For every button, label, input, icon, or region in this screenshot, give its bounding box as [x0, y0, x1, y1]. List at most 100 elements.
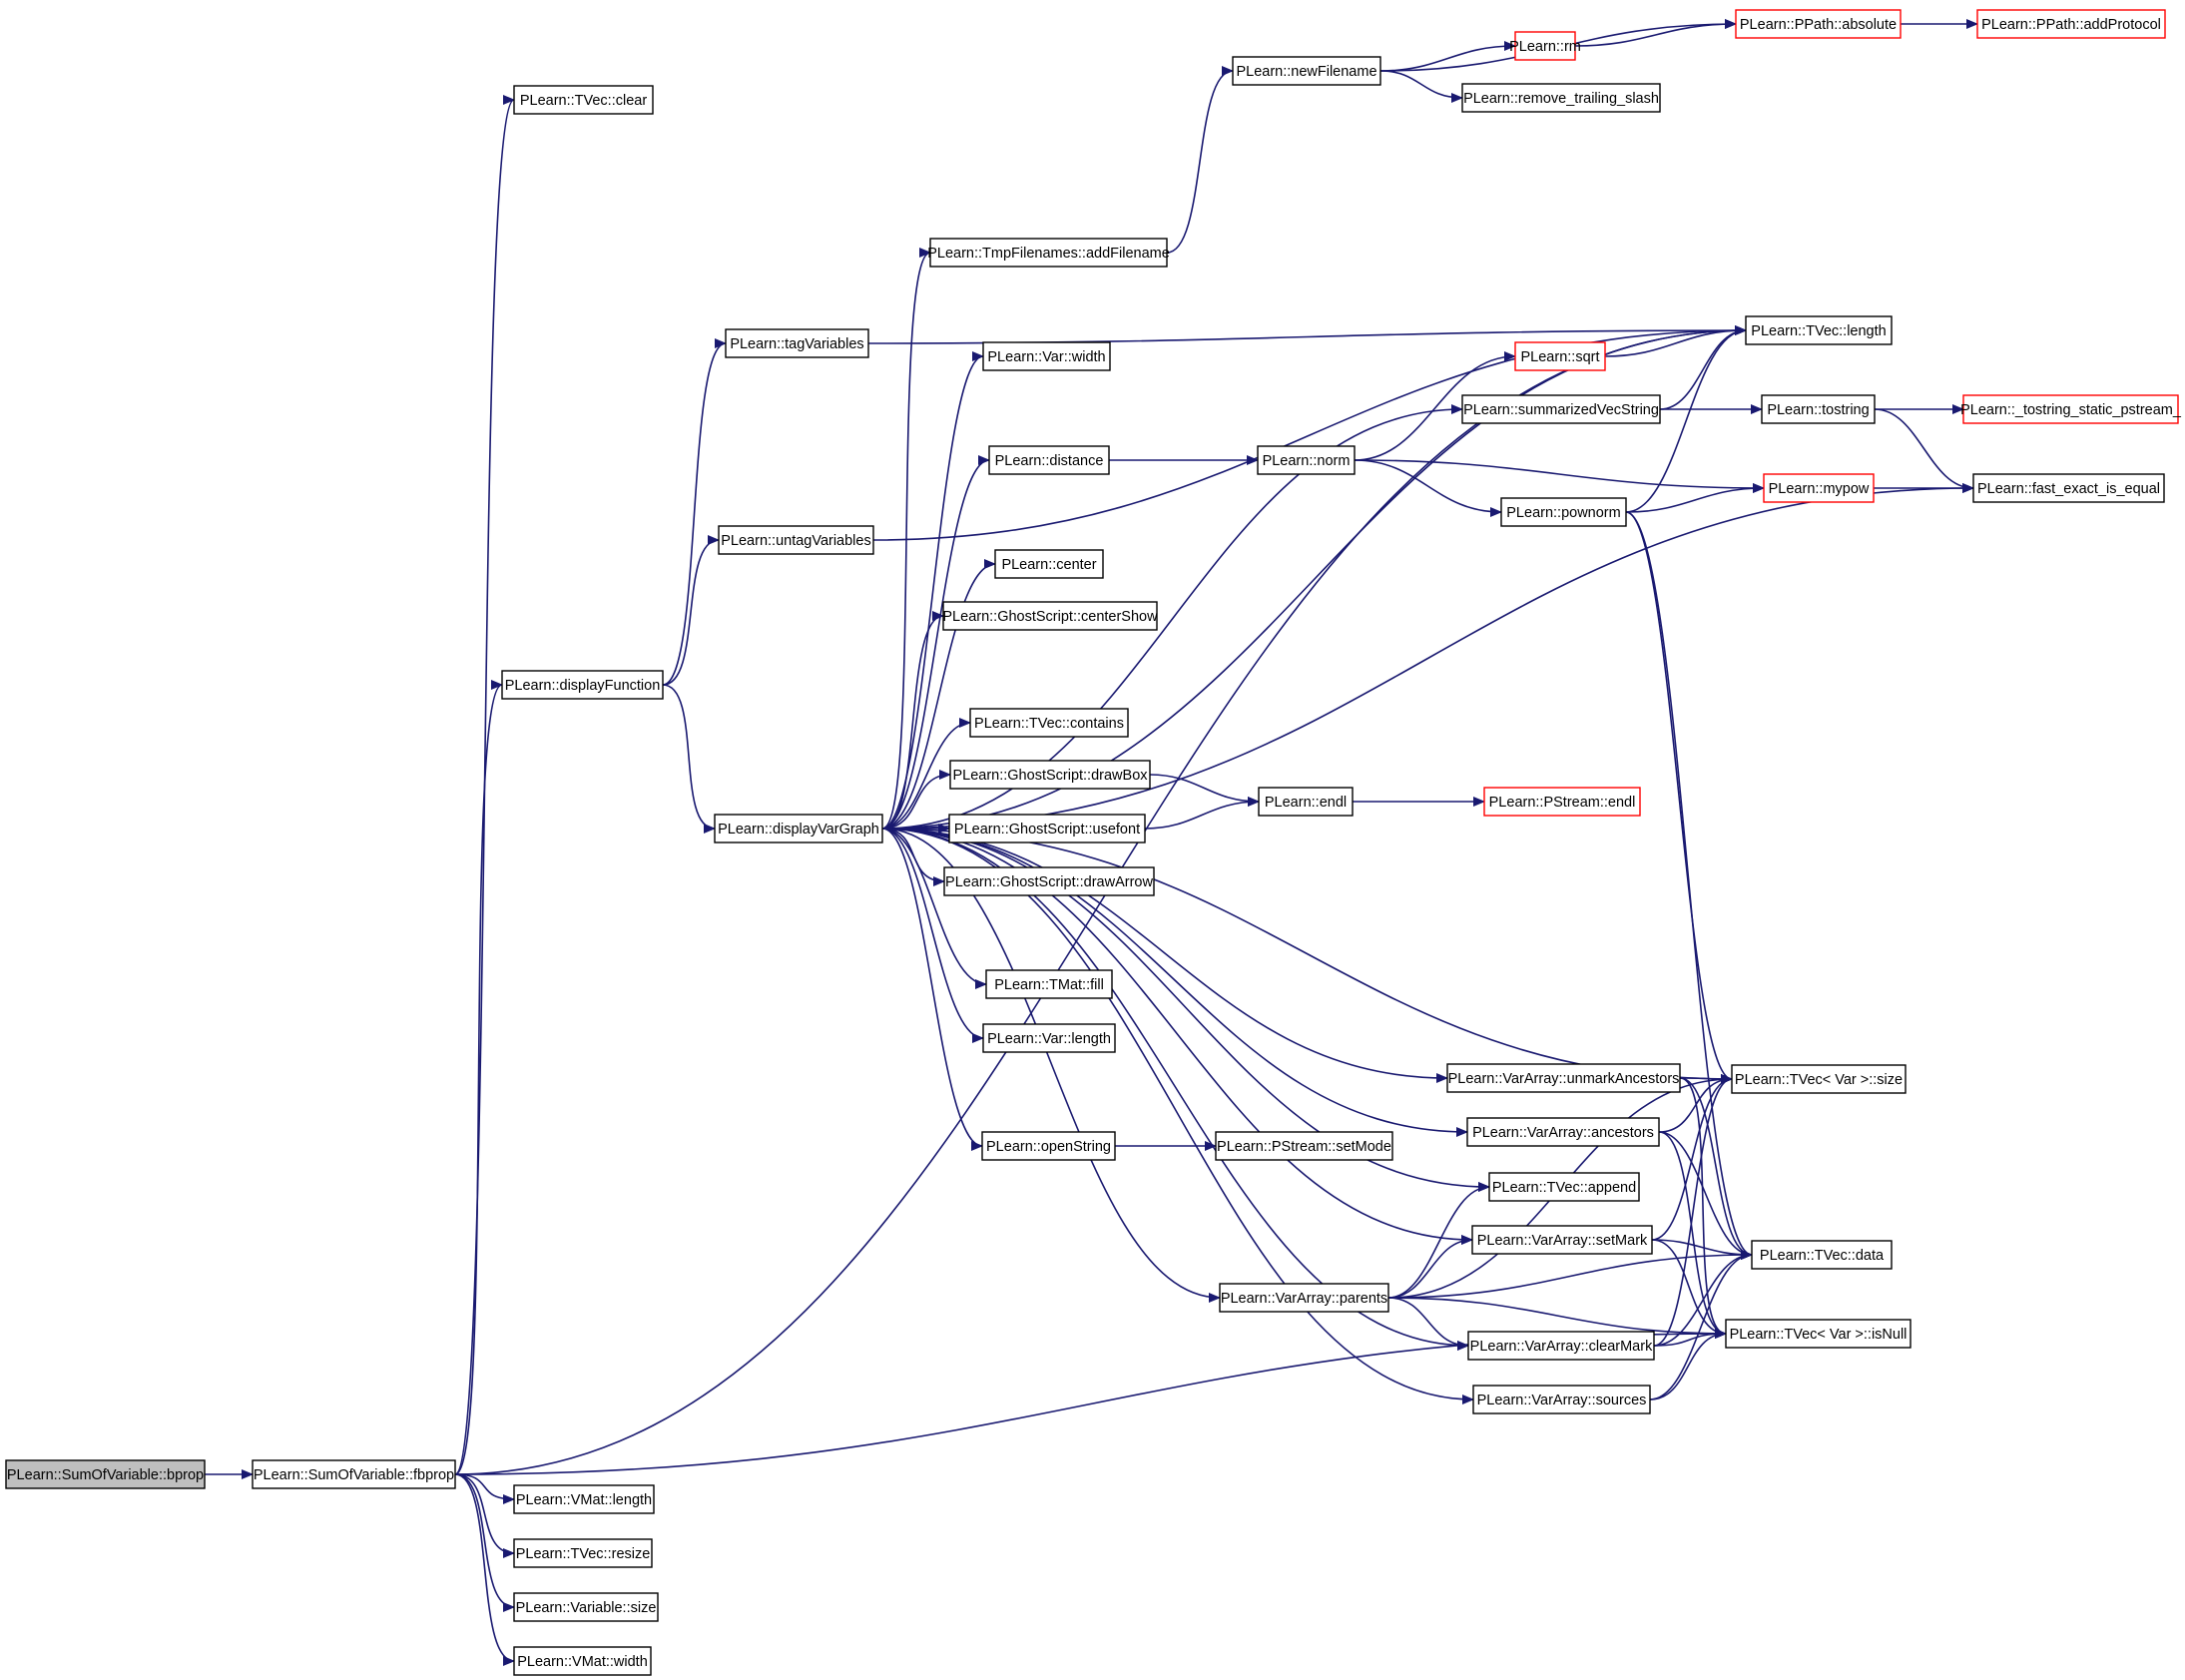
node-vmat_width[interactable]: PLearn::VMat::width	[513, 1646, 652, 1676]
node-tmat_fill[interactable]: PLearn::TMat::fill	[985, 969, 1113, 999]
node-label: PLearn::endl	[1265, 795, 1347, 811]
node-parents[interactable]: PLearn::VarArray::parents	[1219, 1283, 1389, 1313]
node-pownorm[interactable]: PLearn::pownorm	[1500, 497, 1627, 527]
edge-fbprop-to-vmat_width	[454, 1473, 515, 1666]
node-box	[513, 85, 654, 115]
node-endl[interactable]: PLearn::endl	[1258, 787, 1354, 817]
edge-norm-to-mypow	[1354, 459, 1765, 493]
edge-displayVarGraph-to-tvec_append	[881, 828, 1490, 1192]
node-box	[1461, 394, 1661, 424]
node-box	[1745, 315, 1893, 345]
node-label: PLearn::_tostring_static_pstream_	[1960, 402, 2182, 418]
node-openString[interactable]: PLearn::openString	[981, 1131, 1116, 1161]
node-tvec_clear[interactable]: PLearn::TVec::clear	[513, 85, 654, 115]
node-label: PLearn::distance	[995, 453, 1104, 469]
node-sources[interactable]: PLearn::VarArray::sources	[1472, 1385, 1651, 1414]
node-newFilename[interactable]: PLearn::newFilename	[1232, 56, 1381, 86]
node-ancestors[interactable]: PLearn::VarArray::ancestors	[1466, 1117, 1660, 1147]
node-absolute[interactable]: PLearn::PPath::absolute	[1735, 9, 1902, 39]
node-clearMark[interactable]: PLearn::VarArray::clearMark	[1467, 1331, 1655, 1361]
node-center[interactable]: PLearn::center	[994, 549, 1104, 579]
node-tagVariables[interactable]: PLearn::tagVariables	[725, 328, 869, 358]
node-label: PLearn::TVec< Var >::size	[1735, 1072, 1903, 1088]
edge-displayVarGraph-to-clearMark	[881, 828, 1469, 1351]
edge-fbprop-to-variable_size	[454, 1473, 515, 1612]
node-label: PLearn::GhostScript::drawBox	[952, 768, 1148, 784]
node-box	[1514, 341, 1606, 371]
node-box	[513, 1592, 659, 1622]
node-label: PLearn::Var::length	[987, 1031, 1111, 1047]
node-label: PLearn::TVec::resize	[516, 1546, 651, 1562]
node-addProtocol[interactable]: PLearn::PPath::addProtocol	[1976, 9, 2166, 39]
node-box	[513, 1646, 652, 1676]
node-addFilename[interactable]: PLearn::TmpFilenames::addFilename	[927, 238, 1170, 268]
edge-summarizedVecString-to-tvec_length	[1659, 325, 1747, 410]
node-box	[994, 549, 1104, 579]
node-variable_size[interactable]: PLearn::Variable::size	[513, 1592, 659, 1622]
node-displayVarGraph[interactable]: PLearn::displayVarGraph	[714, 814, 883, 843]
node-box	[942, 601, 1158, 631]
node-box	[1467, 1331, 1655, 1361]
node-norm[interactable]: PLearn::norm	[1257, 445, 1356, 475]
edge-parents-to-clearMark	[1387, 1297, 1469, 1351]
node-tvec_resize[interactable]: PLearn::TVec::resize	[513, 1538, 653, 1568]
node-bprop[interactable]: PLearn::SumOfVariable::bprop	[5, 1459, 206, 1489]
node-label: PLearn::TmpFilenames::addFilename	[927, 246, 1170, 262]
node-label: PLearn::VarArray::ancestors	[1472, 1125, 1654, 1141]
edge-displayVarGraph-to-tmat_fill	[881, 828, 987, 989]
node-setModeN[interactable]: PLearn::PStream::setMode	[1215, 1131, 1393, 1161]
node-tostring[interactable]: PLearn::tostring	[1761, 394, 1876, 424]
node-distance[interactable]: PLearn::distance	[988, 445, 1110, 475]
edge-displayFunction-to-tagVariables	[662, 338, 727, 686]
node-rm[interactable]: PLearn::rm	[1509, 31, 1581, 61]
node-drawArrow[interactable]: PLearn::GhostScript::drawArrow	[943, 866, 1155, 896]
node-centerShow[interactable]: PLearn::GhostScript::centerShow	[942, 601, 1158, 631]
node-vmat_length[interactable]: PLearn::VMat::length	[513, 1484, 655, 1514]
edge-displayVarGraph-to-fast_exact	[881, 483, 1974, 830]
node-box	[1972, 473, 2165, 503]
edge-displayVarGraph-to-drawBox	[881, 770, 951, 830]
node-pstream_endl[interactable]: PLearn::PStream::endl	[1483, 787, 1641, 817]
node-usefont[interactable]: PLearn::GhostScript::usefont	[948, 814, 1146, 843]
node-tvec_var_size[interactable]: PLearn::TVec< Var >::size	[1731, 1064, 1907, 1094]
edge-sources-to-isNull	[1649, 1329, 1727, 1400]
node-tostring_static[interactable]: PLearn::_tostring_static_pstream_	[1960, 394, 2182, 424]
node-unmarkAncestors[interactable]: PLearn::VarArray::unmarkAncestors	[1446, 1063, 1681, 1093]
node-displayFunction[interactable]: PLearn::displayFunction	[501, 670, 664, 700]
node-label: PLearn::TVec::append	[1492, 1180, 1636, 1196]
node-box	[1446, 1063, 1681, 1093]
node-box	[982, 1023, 1116, 1053]
node-fbprop[interactable]: PLearn::SumOfVariable::fbprop	[252, 1459, 456, 1489]
edge-parents-to-tvec_data	[1387, 1250, 1753, 1299]
node-drawBox[interactable]: PLearn::GhostScript::drawBox	[949, 760, 1151, 790]
edge-clearMark-to-tvec_data	[1653, 1250, 1753, 1347]
node-box	[1483, 787, 1641, 817]
node-box	[1488, 1172, 1640, 1202]
node-isNull[interactable]: PLearn::TVec< Var >::isNull	[1725, 1319, 1912, 1349]
edge-setMark-to-tvec_var_size	[1651, 1074, 1733, 1241]
node-box	[1215, 1131, 1393, 1161]
node-untagVariables[interactable]: PLearn::untagVariables	[718, 525, 874, 555]
node-label: PLearn::GhostScript::centerShow	[942, 609, 1158, 625]
edge-displayFunction-to-untagVariables	[662, 535, 720, 686]
node-box	[1257, 445, 1356, 475]
node-label: PLearn::displayVarGraph	[718, 822, 879, 838]
node-fast_exact[interactable]: PLearn::fast_exact_is_equal	[1972, 473, 2165, 503]
node-var_length[interactable]: PLearn::Var::length	[982, 1023, 1116, 1053]
node-sqrt[interactable]: PLearn::sqrt	[1514, 341, 1606, 371]
node-mypow[interactable]: PLearn::mypow	[1763, 473, 1875, 503]
node-box	[718, 525, 874, 555]
node-tvec_length[interactable]: PLearn::TVec::length	[1745, 315, 1893, 345]
node-tvec_append[interactable]: PLearn::TVec::append	[1488, 1172, 1640, 1202]
node-tvec_data[interactable]: PLearn::TVec::data	[1751, 1240, 1893, 1270]
nodes-layer: PLearn::SumOfVariable::bprop PLearn::SumO…	[5, 9, 2182, 1676]
node-label: PLearn::VarArray::clearMark	[1470, 1339, 1653, 1355]
node-remove_trailing_slash[interactable]: PLearn::remove_trailing_slash	[1461, 83, 1661, 113]
edge-displayVarGraph-to-openString	[881, 828, 983, 1151]
edge-setMark-to-isNull	[1651, 1239, 1727, 1339]
node-setMark[interactable]: PLearn::VarArray::setMark	[1471, 1225, 1653, 1255]
edge-pownorm-to-tvec_var_size	[1625, 511, 1733, 1084]
node-var_width[interactable]: PLearn::Var::width	[982, 341, 1111, 371]
node-summarizedVecString[interactable]: PLearn::summarizedVecString	[1461, 394, 1661, 424]
node-contains[interactable]: PLearn::TVec::contains	[969, 708, 1129, 738]
